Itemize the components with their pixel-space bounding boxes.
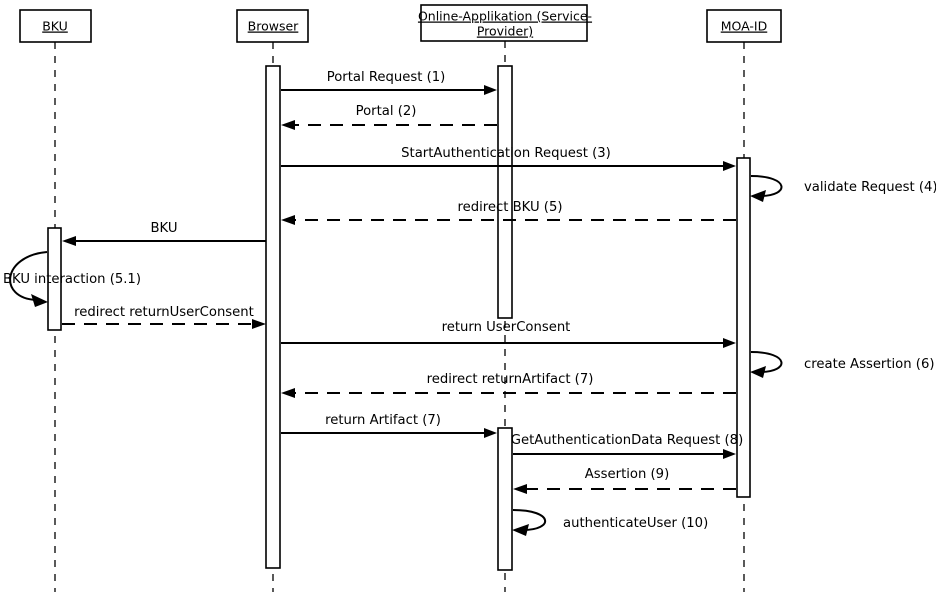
message-redirect-returnartifact[interactable]: redirect returnArtifact (7) — [281, 372, 736, 398]
message-label-startauthentication-request: StartAuthentication Request (3) — [401, 146, 611, 161]
activation-bar-bku — [47, 227, 62, 331]
arrowhead-left-redirect-returnartifact — [281, 388, 295, 398]
arrowhead-left-bku — [62, 236, 76, 246]
arrowhead-right-startauthentication-request — [723, 161, 736, 171]
message-return-artifact[interactable]: return Artifact (7) — [281, 413, 497, 438]
lifeline-head-browser[interactable]: Browser — [236, 9, 309, 43]
arrowhead-right-bku-interaction — [31, 294, 48, 307]
message-authenticateuser[interactable]: authenticateUser (10) — [512, 509, 708, 536]
lifeline-head-bku[interactable]: BKU — [19, 9, 92, 43]
message-label-return-userconsent: return UserConsent — [442, 320, 571, 335]
lifeline-label-browser: Browser — [248, 19, 300, 34]
message-label-portal: Portal (2) — [356, 104, 417, 119]
message-portal[interactable]: Portal (2) — [281, 104, 497, 130]
activation-bar-oa-1 — [497, 65, 513, 319]
arrowhead-left-assertion — [513, 484, 527, 494]
message-startauthentication-request[interactable]: StartAuthentication Request (3) — [281, 146, 736, 171]
lifeline-label-bku: BKU — [42, 19, 68, 34]
message-assertion[interactable]: Assertion (9) — [513, 467, 736, 494]
message-label-redirect-returnuserconsent: redirect returnUserConsent — [74, 305, 254, 320]
message-label-authenticateuser: authenticateUser (10) — [563, 516, 708, 531]
lifeline-label-online-applikation-line2: Provider) — [477, 24, 533, 39]
arrowhead-right-return-artifact — [484, 428, 497, 438]
message-create-assertion[interactable]: create Assertion (6) — [750, 351, 934, 378]
message-redirect-bku[interactable]: redirect BKU (5) — [281, 200, 736, 225]
message-label-assertion: Assertion (9) — [585, 467, 669, 482]
arrowhead-right-redirect-returnuserconsent — [252, 319, 266, 329]
arrowhead-left-authenticateuser — [512, 524, 529, 536]
self-loop-path-create-assertion — [750, 351, 783, 373]
lifeline-head-moa-id[interactable]: MOA-ID — [706, 9, 782, 43]
arrowhead-right-return-userconsent — [723, 338, 736, 348]
message-getauthenticationdata-request[interactable]: GetAuthenticationData Request (8) — [511, 433, 743, 459]
arrowhead-right-portal-request — [484, 85, 497, 95]
message-portal-request[interactable]: Portal Request (1) — [281, 70, 497, 95]
message-bku[interactable]: BKU — [62, 221, 266, 246]
message-label-redirect-returnartifact: redirect returnArtifact (7) — [427, 372, 594, 387]
message-label-bku: BKU — [151, 221, 178, 236]
message-label-bku-interaction: BKU interaction (5.1) — [3, 272, 141, 287]
message-label-return-artifact: return Artifact (7) — [325, 413, 441, 428]
message-label-portal-request: Portal Request (1) — [327, 70, 446, 85]
message-validate-request[interactable]: validate Request (4) — [750, 175, 936, 202]
lifeline-head-online-applikation[interactable]: Online-Applikation (Service- Provider) — [418, 4, 592, 42]
arrowhead-left-validate-request — [750, 190, 766, 202]
self-loop-path-validate-request — [750, 175, 783, 197]
arrowhead-left-create-assertion — [750, 366, 766, 378]
arrowhead-left-redirect-bku — [281, 215, 295, 225]
self-loop-path-bku-interaction — [9, 251, 48, 301]
message-bku-interaction[interactable]: BKU interaction (5.1) — [3, 251, 141, 307]
message-label-create-assertion: create Assertion (6) — [804, 357, 934, 372]
activation-bars — [47, 65, 751, 571]
arrowhead-right-getauthenticationdata-request — [723, 449, 736, 459]
message-label-redirect-bku: redirect BKU (5) — [457, 200, 562, 215]
message-return-userconsent[interactable]: return UserConsent — [281, 320, 736, 348]
lifeline-label-moa-id: MOA-ID — [721, 19, 768, 34]
activation-bar-browser — [265, 65, 281, 569]
activation-bar-oa-2 — [497, 427, 513, 571]
lifeline-label-online-applikation-line1: Online-Applikation (Service- — [418, 9, 592, 24]
message-redirect-returnuserconsent[interactable]: redirect returnUserConsent — [62, 305, 266, 329]
message-label-getauthenticationdata-request: GetAuthenticationData Request (8) — [511, 433, 743, 448]
message-label-validate-request: validate Request (4) — [804, 180, 936, 195]
self-loop-path-authenticateuser — [512, 509, 546, 531]
activation-bar-moaid — [736, 157, 751, 498]
arrowhead-left-portal — [281, 120, 295, 130]
